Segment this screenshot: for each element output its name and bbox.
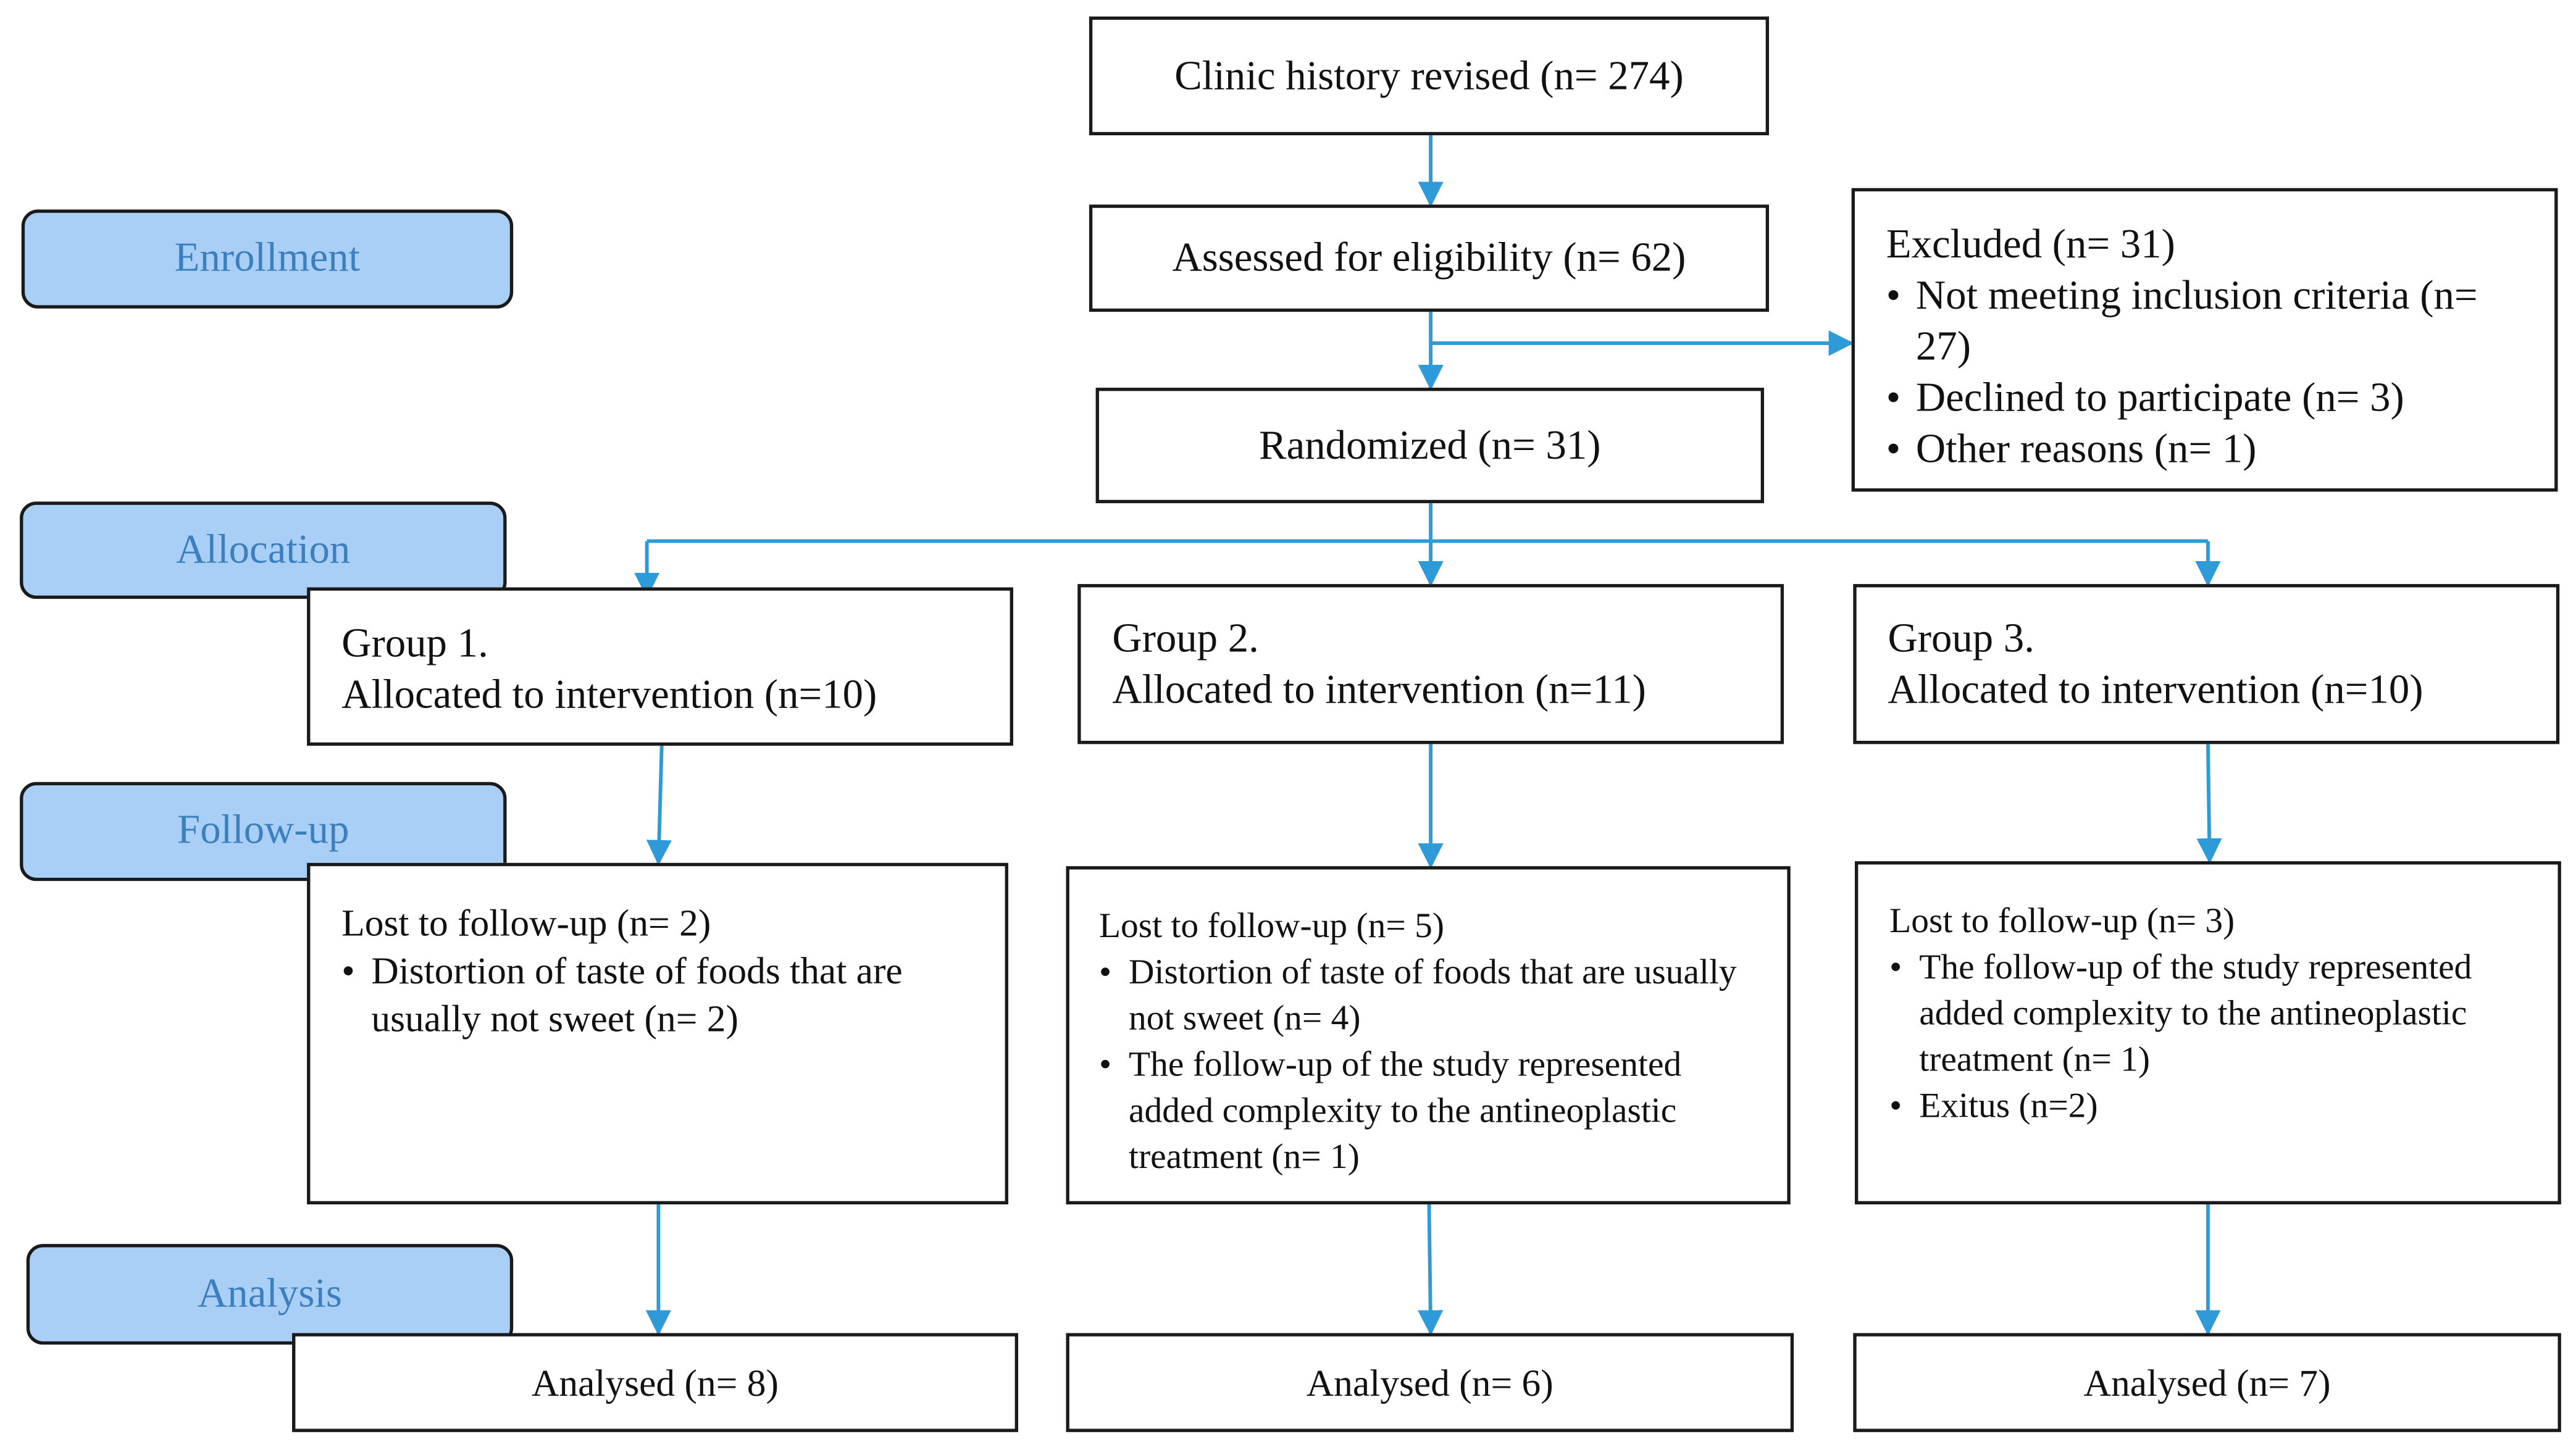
lost-3-title: Lost to follow-up (n= 3) bbox=[1889, 901, 2235, 941]
group-2-box: Group 2. Allocated to intervention (n=11… bbox=[1077, 584, 1784, 744]
group-2-allocated: Allocated to intervention (n=11) bbox=[1112, 668, 1646, 713]
excluded-list: Not meeting inclusion criteria (n= 27) D… bbox=[1886, 270, 2532, 475]
lost-2-item: Distortion of taste of foods that are us… bbox=[1099, 949, 1771, 1041]
stage-label-enrollment: Enrollment bbox=[21, 209, 514, 309]
lost-follow-up-2-box: Lost to follow-up (n= 5) Distortion of t… bbox=[1066, 866, 1791, 1204]
stage-label-allocation: Allocation bbox=[20, 501, 507, 599]
stage-label-analysis: Analysis bbox=[26, 1244, 514, 1345]
assessed-box: Assessed for eligibility (n= 62) bbox=[1089, 204, 1770, 312]
excluded-box: Excluded (n= 31) Not meeting inclusion c… bbox=[1851, 188, 2558, 492]
lost-2-item: The follow-up of the study represented a… bbox=[1099, 1041, 1771, 1179]
lost-1-title: Lost to follow-up (n= 2) bbox=[341, 902, 711, 944]
lost-follow-up-1-box: Lost to follow-up (n= 2) Distortion of t… bbox=[307, 862, 1008, 1204]
analysed-1-box: Analysed (n= 8) bbox=[292, 1333, 1018, 1432]
group-1-name: Group 1. bbox=[341, 622, 488, 667]
group-3-box: Group 3. Allocated to intervention (n=10… bbox=[1853, 584, 2560, 744]
group-1-box: Group 1. Allocated to intervention (n=10… bbox=[307, 587, 1013, 746]
arrow-lost-2-to-analysed bbox=[1418, 1204, 1444, 1336]
lost-3-item: The follow-up of the study represented a… bbox=[1889, 944, 2541, 1082]
lost-1-list: Distortion of taste of foods that are us… bbox=[341, 947, 985, 1043]
excluded-item: Not meeting inclusion criteria (n= 27) bbox=[1886, 270, 2532, 373]
lost-follow-up-3-box: Lost to follow-up (n= 3) The follow-up o… bbox=[1855, 861, 2561, 1204]
excluded-item: Declined to participate (n= 3) bbox=[1886, 373, 2532, 424]
lost-3-item: Exitus (n=2) bbox=[1889, 1082, 2541, 1128]
lost-1-item: Distortion of taste of foods that are us… bbox=[341, 947, 985, 1043]
randomized-box: Randomized (n= 31) bbox=[1095, 388, 1765, 504]
group-2-name: Group 2. bbox=[1112, 617, 1259, 662]
lost-2-list: Distortion of taste of foods that are us… bbox=[1099, 949, 1771, 1180]
lost-3-list: The follow-up of the study represented a… bbox=[1889, 944, 2541, 1128]
analysed-3-box: Analysed (n= 7) bbox=[1853, 1333, 2561, 1432]
group-3-name: Group 3. bbox=[1888, 617, 2035, 662]
group-3-allocated: Allocated to intervention (n=10) bbox=[1888, 668, 2423, 713]
excluded-item: Other reasons (n= 1) bbox=[1886, 424, 2532, 475]
lost-2-title: Lost to follow-up (n= 5) bbox=[1098, 906, 1445, 946]
arrow-group-1-to-lost bbox=[646, 745, 672, 865]
excluded-title: Excluded (n= 31) bbox=[1886, 222, 2175, 267]
clinic-history-box: Clinic history revised (n= 274) bbox=[1089, 16, 1770, 136]
group-1-allocated: Allocated to intervention (n=10) bbox=[341, 673, 877, 718]
analysed-2-box: Analysed (n= 6) bbox=[1066, 1333, 1794, 1432]
arrow-group-3-to-lost bbox=[2196, 744, 2222, 864]
